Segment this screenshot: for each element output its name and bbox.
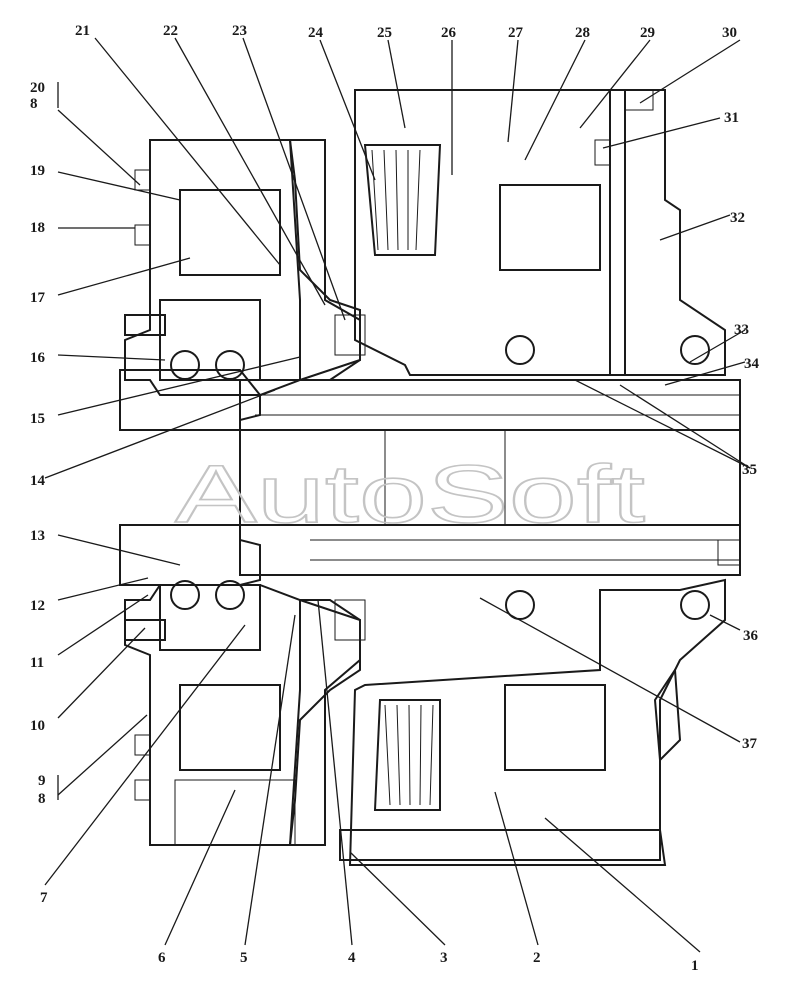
label-25: 25 bbox=[377, 25, 392, 41]
label-8-upper: 8 bbox=[30, 96, 38, 112]
label-12: 12 bbox=[30, 598, 45, 614]
right-housing-lower bbox=[339, 578, 726, 866]
label-29: 29 bbox=[640, 25, 655, 41]
label-13: 13 bbox=[30, 528, 45, 544]
label-32: 32 bbox=[730, 210, 745, 226]
label-4: 4 bbox=[348, 950, 356, 966]
label-22: 22 bbox=[163, 23, 178, 39]
label-19: 19 bbox=[30, 163, 45, 179]
label-28: 28 bbox=[575, 25, 590, 41]
watermark: AutoSoft bbox=[175, 449, 645, 540]
label-15: 15 bbox=[30, 411, 45, 427]
label-30: 30 bbox=[722, 25, 737, 41]
label-26: 26 bbox=[441, 25, 457, 41]
label-3: 3 bbox=[440, 950, 448, 966]
label-23: 23 bbox=[232, 23, 247, 39]
label-27: 27 bbox=[508, 25, 524, 41]
label-34: 34 bbox=[744, 356, 760, 372]
label-16: 16 bbox=[30, 350, 46, 366]
label-36: 36 bbox=[743, 628, 759, 644]
label-11: 11 bbox=[30, 655, 44, 671]
label-21: 21 bbox=[75, 23, 90, 39]
label-14: 14 bbox=[30, 473, 46, 489]
label-10: 10 bbox=[30, 718, 45, 734]
label-9: 9 bbox=[38, 773, 46, 789]
right-housing-upper bbox=[354, 89, 726, 376]
label-31: 31 bbox=[724, 110, 739, 126]
leader-lines bbox=[44, 37, 751, 953]
label-2: 2 bbox=[533, 950, 541, 966]
label-1: 1 bbox=[691, 958, 699, 974]
label-24: 24 bbox=[308, 25, 324, 41]
label-33: 33 bbox=[734, 322, 749, 338]
label-20: 20 bbox=[30, 80, 45, 96]
label-5: 5 bbox=[240, 950, 248, 966]
label-17: 17 bbox=[30, 290, 46, 306]
label-7: 7 bbox=[40, 890, 48, 906]
label-6: 6 bbox=[158, 950, 166, 966]
part-labels: 1 2 3 4 5 6 7 8 8 9 10 11 12 13 14 15 16… bbox=[30, 23, 760, 974]
label-8-lower: 8 bbox=[38, 791, 46, 807]
label-37: 37 bbox=[742, 736, 758, 752]
label-18: 18 bbox=[30, 220, 45, 236]
main-shaft bbox=[239, 379, 741, 576]
middle-spacer bbox=[288, 139, 366, 846]
label-35: 35 bbox=[742, 462, 757, 478]
